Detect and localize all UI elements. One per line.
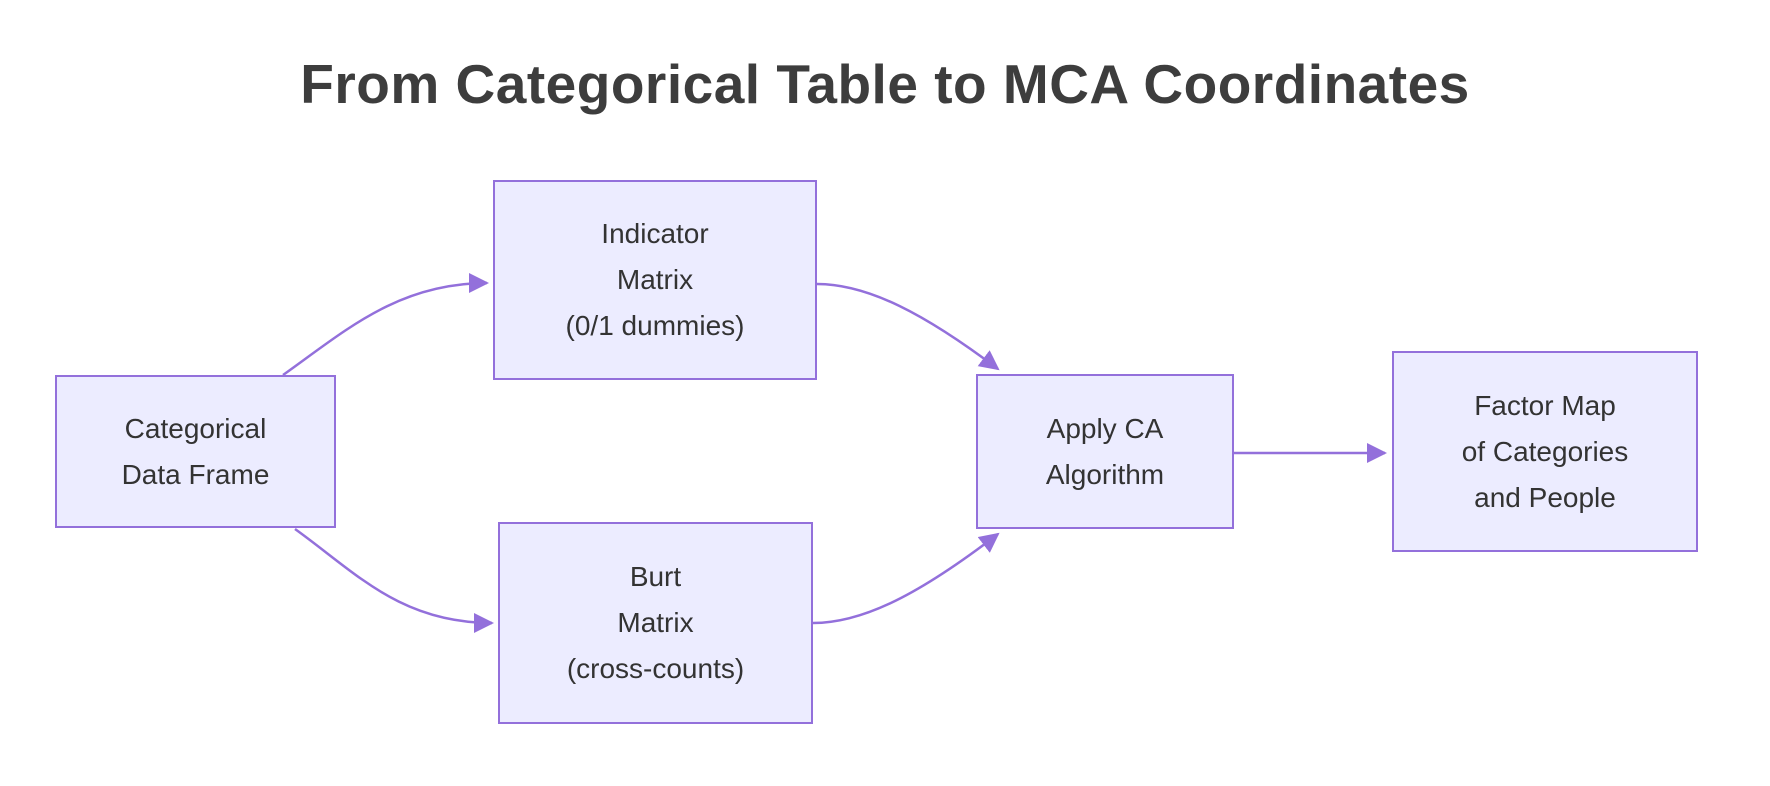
node-label-line: Categorical [124,412,267,444]
node-label-line: Data Frame [121,458,270,490]
edge-categorical-to-burt [294,527,494,633]
edge-burt-to-applyca [812,532,1000,625]
node-label-line: Apply CA [1046,412,1164,444]
node-label-line: Factor Map [1474,389,1616,421]
node-label-line: (cross-counts) [566,653,745,684]
diagram-title: From Categorical Table to MCA Coordinate… [300,53,1470,115]
edge-indicator-to-applyca [816,282,1000,371]
node-indicator-matrix: Indicator Matrix (0/1 dummies) [493,180,817,380]
node-label-line: Algorithm [1045,458,1165,490]
node-factor-map: Factor Map of Categories and People [1392,351,1698,552]
node-label-line: Indicator [601,218,709,249]
node-label-line: of Categories [1461,435,1629,467]
node-categorical-data-frame: Categorical Data Frame [55,375,336,528]
edge-categorical-to-indicator [282,273,489,377]
node-apply-ca-algorithm: Apply CA Algorithm [976,374,1234,529]
node-label-line: (0/1 dummies) [565,310,745,341]
node-burt-matrix: Burt Matrix (cross-counts) [498,522,813,724]
node-label-line: and People [1474,481,1616,513]
node-label-line: Matrix [616,264,694,295]
node-label-line: Matrix [617,607,694,638]
node-label-line: Burt [629,561,682,592]
